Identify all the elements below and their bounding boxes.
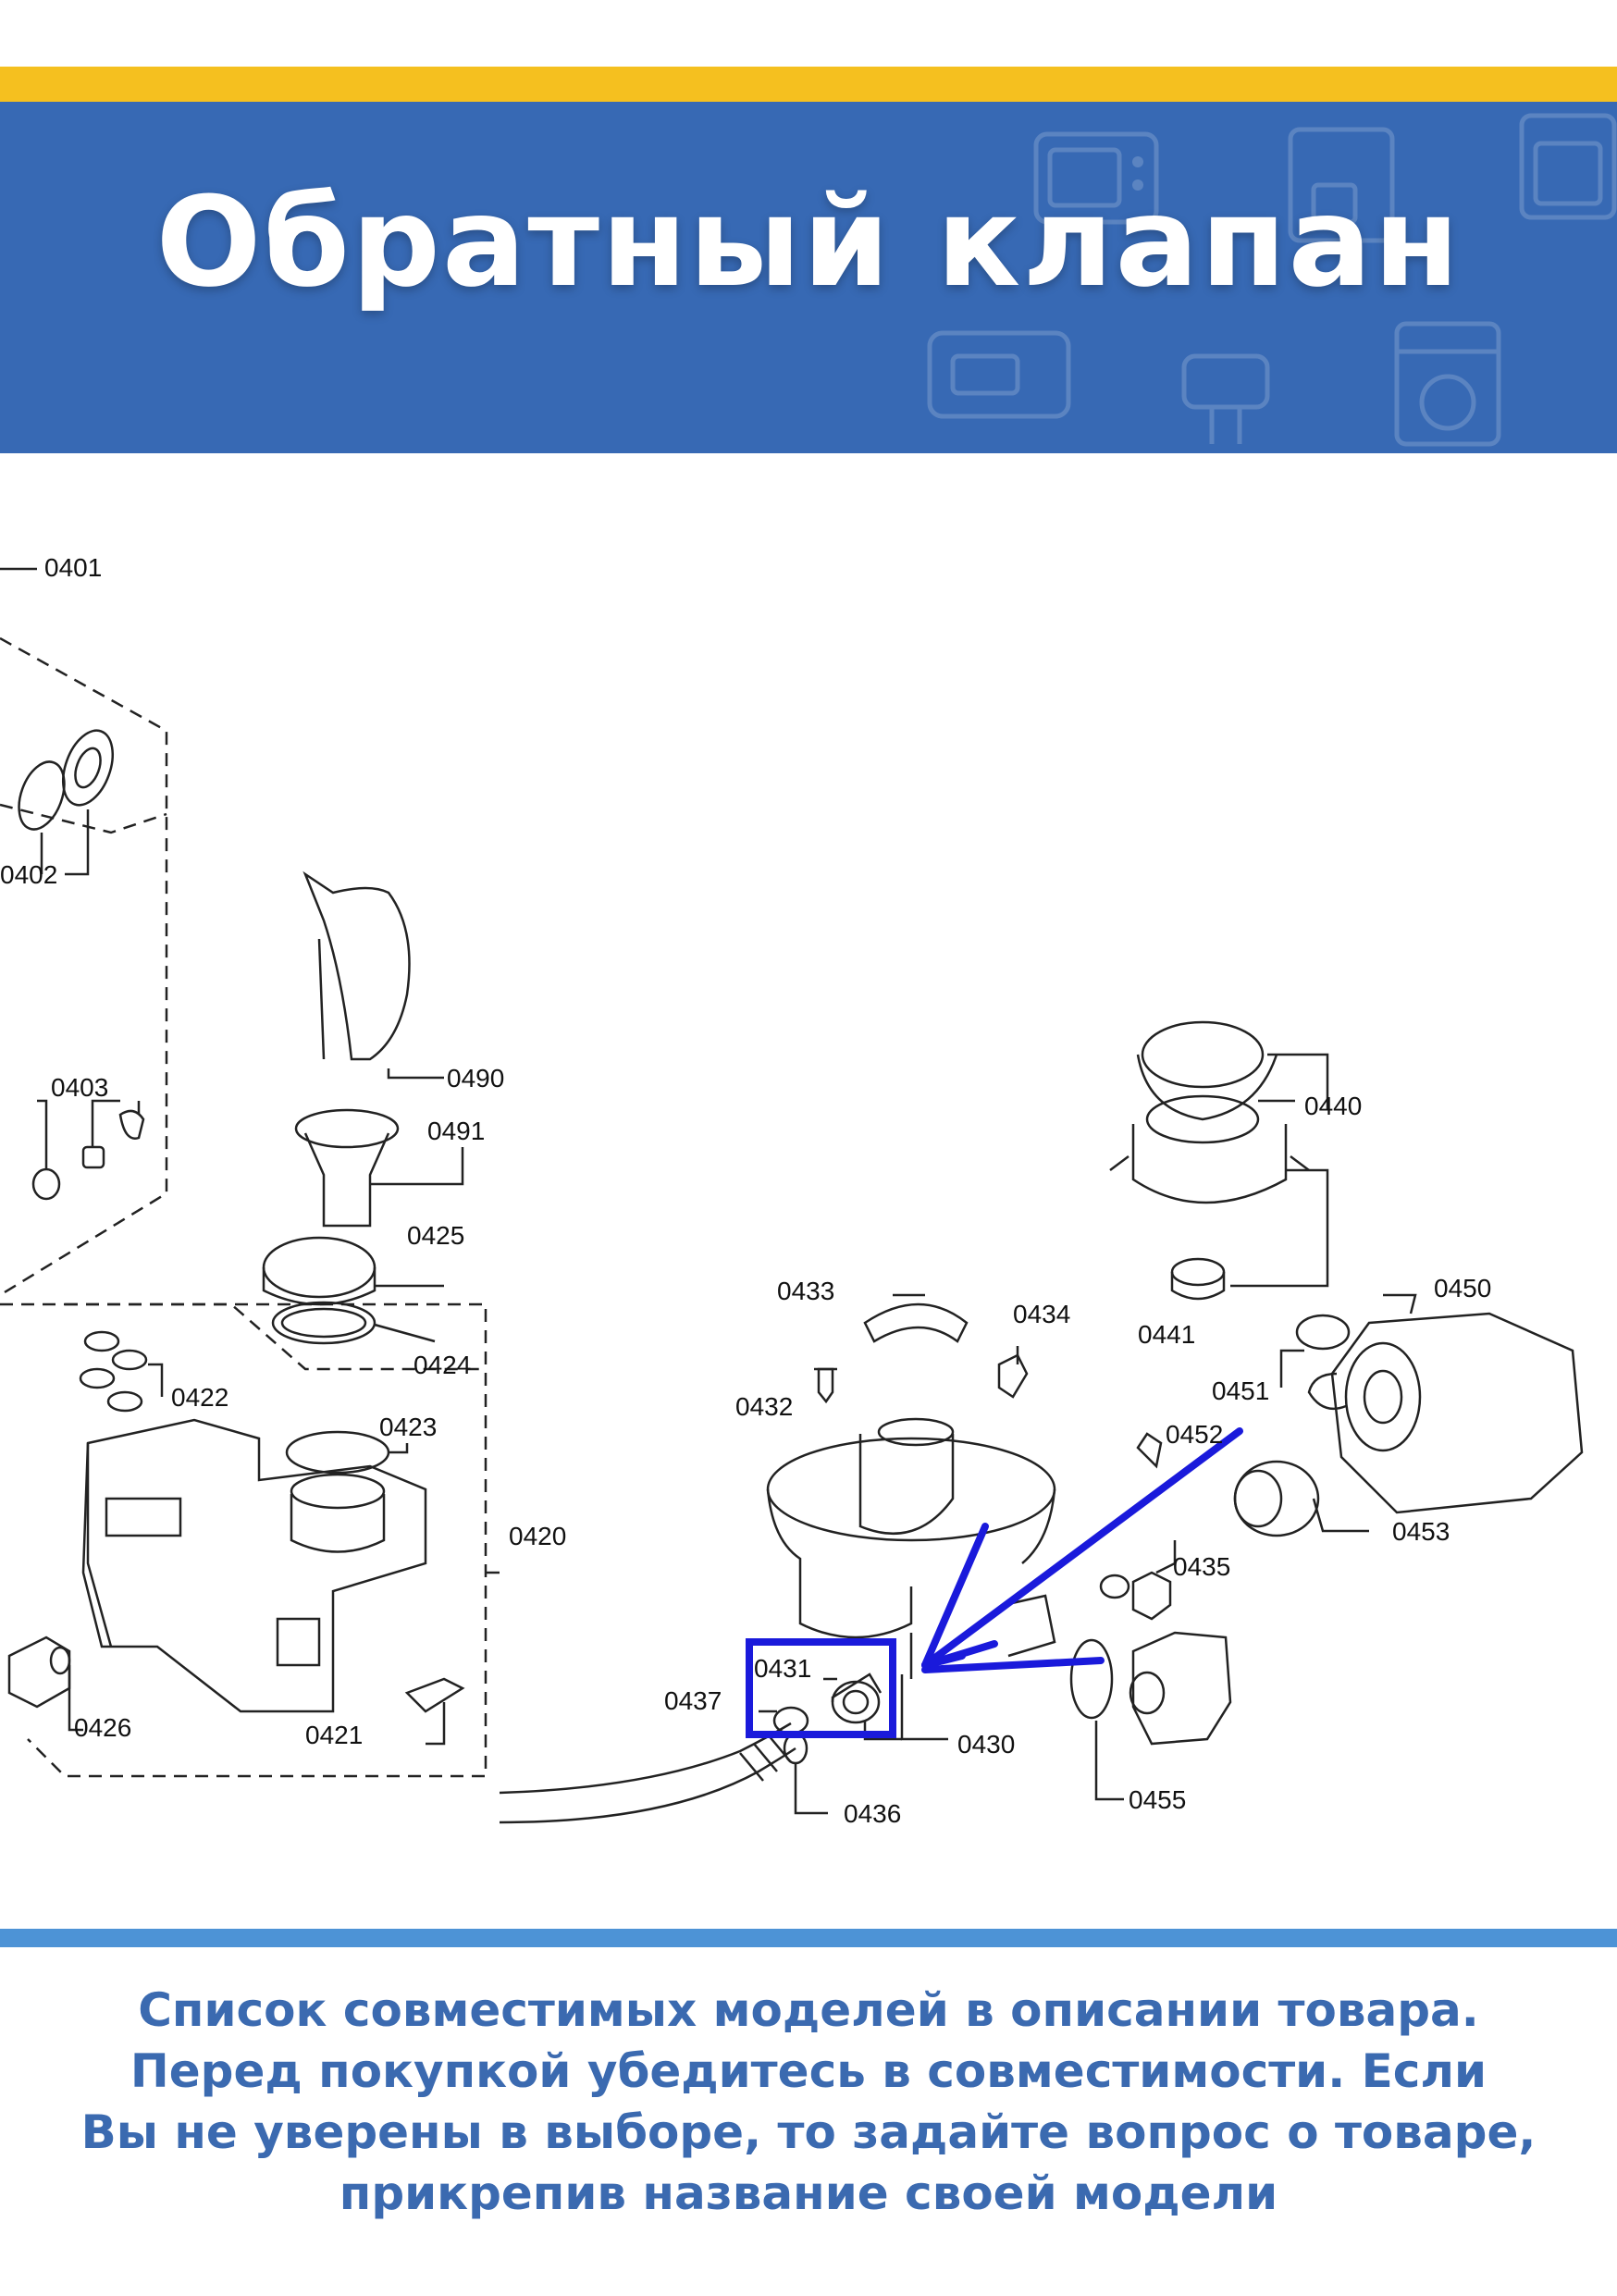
toaster-icon: [927, 330, 1071, 419]
label-0453: 0453: [1392, 1517, 1450, 1546]
label-0440: 0440: [1304, 1092, 1362, 1120]
label-0450: 0450: [1434, 1274, 1491, 1302]
label-0455: 0455: [1129, 1785, 1186, 1814]
header-banner: [0, 102, 1617, 453]
top-accent-stripe: [0, 67, 1617, 102]
label-0432: 0432: [735, 1392, 793, 1421]
dishwasher-icon: [1394, 321, 1501, 447]
footer-accent-stripe: [0, 1929, 1617, 1947]
label-0436: 0436: [844, 1799, 901, 1828]
highlight-arrows: [921, 1427, 1243, 1673]
label-0421: 0421: [305, 1721, 363, 1749]
label-0403: 0403: [51, 1073, 108, 1102]
compatibility-notice: Список совместимых моделей в описании то…: [0, 1980, 1617, 2224]
notice-line: Список совместимых моделей в описании то…: [138, 1983, 1479, 2037]
mixer-icon: [1181, 353, 1270, 444]
label-0424: 0424: [414, 1351, 471, 1379]
microwave-icon: [1033, 131, 1159, 225]
notice-line: Перед покупкой убедитесь в совместимости…: [130, 2044, 1487, 2098]
label-0434: 0434: [1013, 1300, 1070, 1328]
label-0451: 0451: [1212, 1376, 1269, 1405]
label-0435: 0435: [1173, 1552, 1230, 1581]
page-title: Обратный клапан: [155, 170, 1462, 315]
label-0430: 0430: [957, 1730, 1015, 1759]
label-0491: 0491: [427, 1117, 485, 1145]
label-0426: 0426: [74, 1713, 131, 1742]
label-0401: 0401: [44, 553, 102, 582]
label-0423: 0423: [379, 1413, 437, 1441]
label-0433: 0433: [777, 1277, 834, 1305]
label-0452: 0452: [1166, 1420, 1223, 1449]
highlight-box: [746, 1638, 896, 1738]
label-0431: 0431: [754, 1654, 811, 1683]
label-0402: 0402: [0, 860, 57, 889]
label-0441: 0441: [1138, 1320, 1195, 1349]
label-0490: 0490: [447, 1064, 504, 1092]
label-0422: 0422: [171, 1383, 228, 1412]
notice-line: прикрепив название своей модели: [339, 2166, 1278, 2220]
oven-icon: [1519, 113, 1617, 220]
coffee-machine-icon: [1288, 127, 1395, 243]
label-0420: 0420: [509, 1522, 566, 1550]
label-0425: 0425: [407, 1221, 464, 1250]
exploded-view-drawing: 0401 0402 0403 0490 0491 0425 0424 0422 …: [0, 553, 1584, 1828]
parts-diagram: 0401 0402 0403 0490 0491 0425 0424 0422 …: [0, 453, 1617, 1929]
notice-line: Вы не уверены в выборе, то задайте вопро…: [80, 2105, 1537, 2159]
label-0437: 0437: [664, 1686, 722, 1715]
